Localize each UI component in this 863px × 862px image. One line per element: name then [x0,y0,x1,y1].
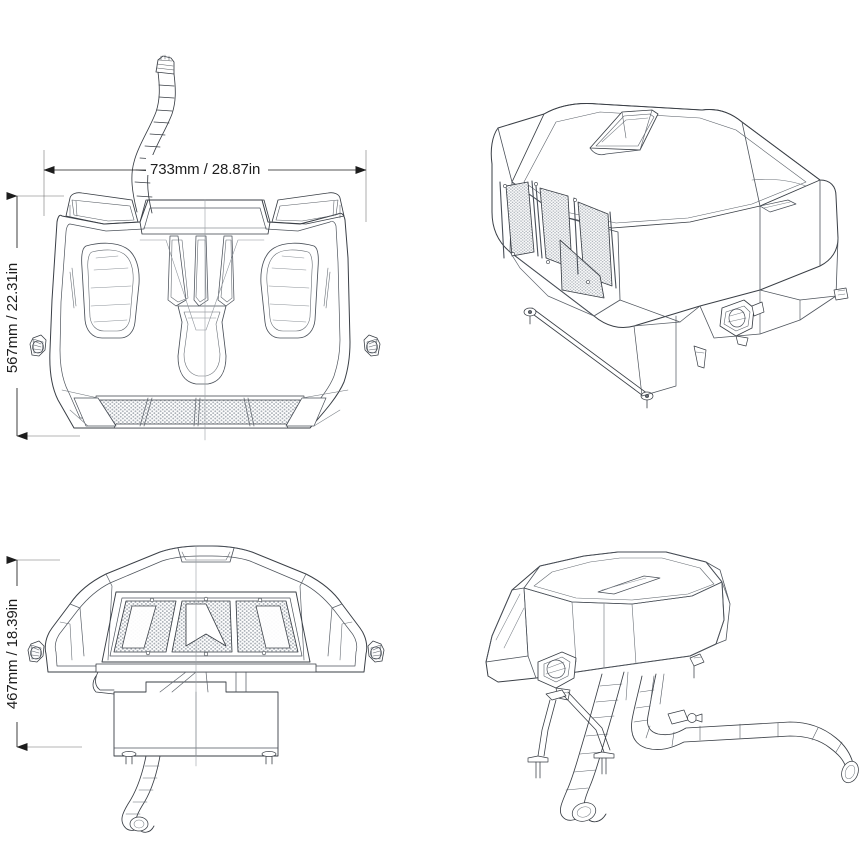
inline-valve [667,709,703,725]
latch-mechanism-iso [719,299,765,347]
height-label-backdrop-top [6,248,26,388]
dimension-group-bottom: 467mm / 18.39in [4,556,82,751]
height-label-backdrop-bottom [6,586,26,722]
center-spine-vents [167,235,235,307]
right-clip [689,653,705,679]
hood-scoop [589,109,659,156]
width-label-backdrop [146,155,268,175]
height-dimension-label-bottom: 467mm / 18.39in [4,599,21,709]
height-dimension-label-top: 567mm / 22.31in [4,263,21,373]
view-front-elevation [27,545,385,833]
width-dimension-label: 733mm / 28.87in [150,161,260,178]
routing-hose [631,673,859,784]
dimension-group-top: 733mm / 28.87in 567mm / 22.31in [4,150,367,440]
outlet-hose [121,755,161,833]
rear-clip [833,287,849,301]
mounting-clips [527,689,615,779]
support-rod [523,307,654,409]
view-iso-bottom [485,551,859,823]
view-top-plan [29,54,381,441]
view-iso-top [490,103,849,409]
front-mesh-grille-elevation [113,596,299,657]
side-mesh-vents [499,180,617,299]
intake-hose [131,54,176,214]
front-mesh-grille [73,395,327,429]
